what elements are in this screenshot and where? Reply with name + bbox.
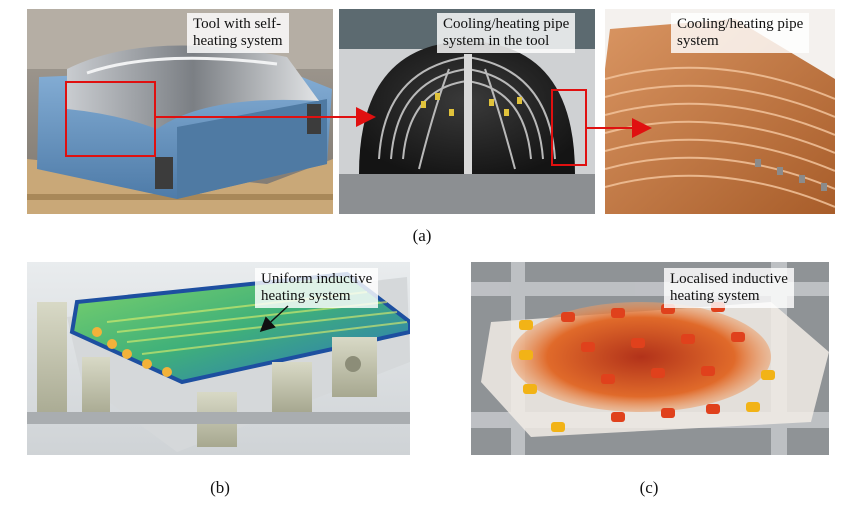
caption-b: (b) [210, 478, 230, 497]
photo3-label: Cooling/heating pipe system [671, 13, 810, 53]
caption-c: (c) [639, 478, 659, 497]
photo-pipes-closeup: Cooling/heating pipe system [605, 9, 835, 214]
caption-a: (a) [412, 226, 432, 245]
render-uniform-heating: Uniform inductive heating system [27, 262, 410, 455]
uniform-heating-label: Uniform inductive heating system [255, 268, 379, 308]
localised-heating-label: Localised inductive heating system [664, 268, 794, 308]
photo-tool: Tool with self- heating system [27, 9, 333, 214]
photo-pipes-in-tool: Cooling/heating pipe system in the tool [339, 9, 595, 214]
render-localised-heating: Localised inductive heating system [471, 262, 829, 455]
photo1-label: Tool with self- heating system [187, 13, 289, 53]
photo2-label: Cooling/heating pipe system in the tool [437, 13, 576, 53]
